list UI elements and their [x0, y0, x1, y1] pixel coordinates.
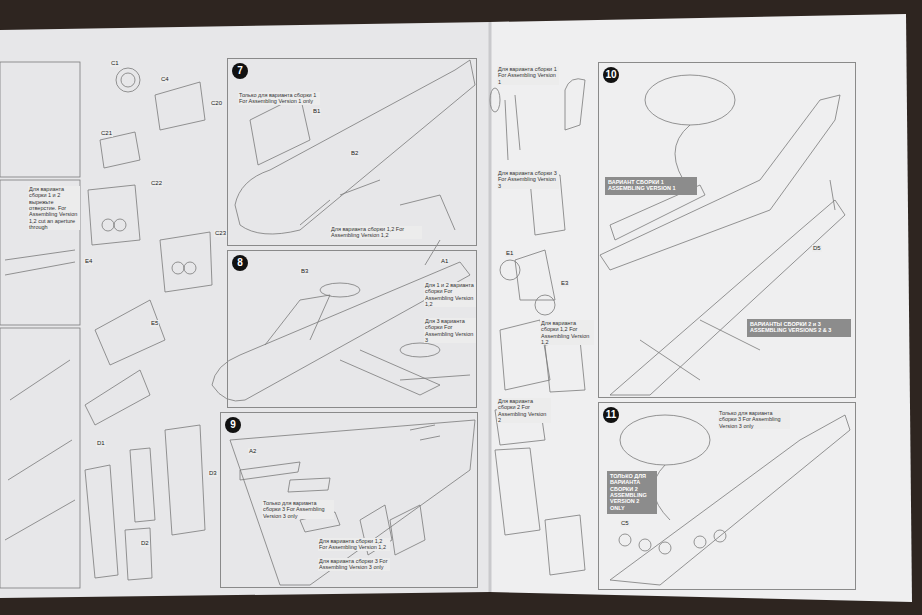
version-text: ТОЛЬКО ДЛЯ ВАРИАНТА СБОРКИ 2 ASSEMBLING … [610, 473, 654, 511]
assembly-note: Для 3 варианта сборки For Assembling Ver… [424, 318, 476, 343]
assembly-note: Для варианта сборки 1,2 For Assembling V… [318, 538, 390, 551]
part-callout: D3 [208, 470, 218, 477]
step-number: 9 [225, 417, 241, 433]
step-number: 7 [232, 63, 248, 79]
part-callout: E5 [150, 320, 159, 327]
version-text: ВАРИАНТ СБОРКИ 1 ASSEMBLING VERSION 1 [608, 179, 694, 192]
part-callout: E3 [560, 280, 569, 287]
part-callout: C22 [150, 180, 163, 187]
version-box: ВАРИАНТЫ СБОРКИ 2 и 3 ASSEMBLING VERSION… [747, 319, 851, 337]
part-callout: E1 [505, 250, 514, 257]
assembly-note: Только для варианта сборки 1 For Assembl… [238, 92, 320, 105]
step-panel: 11ТОЛЬКО ДЛЯ ВАРИАНТА СБОРКИ 2 ASSEMBLIN… [598, 402, 856, 590]
part-callout: D1 [96, 440, 106, 447]
assembly-note: Для варианта сборки 2 For Assembling Ver… [497, 398, 551, 423]
part-callout: A2 [248, 448, 257, 455]
part-callout: B1 [312, 108, 321, 115]
assembly-note: Для варианта сборки 1 For Assembling Ver… [497, 66, 559, 85]
step-panel: 10ВАРИАНТ СБОРКИ 1 ASSEMBLING VERSION 1 В… [598, 62, 856, 398]
part-callout: A1 [440, 258, 449, 265]
step-number: 10 [603, 67, 619, 83]
version-box: ТОЛЬКО ДЛЯ ВАРИАНТА СБОРКИ 2 ASSEMBLING … [607, 471, 657, 514]
step-number: 11 [603, 407, 619, 423]
step-number: 8 [232, 255, 248, 271]
assembly-note: Только для варианта сборки 3 For Assembl… [262, 500, 334, 519]
assembly-note: Для варианта сборки 1 и 2 вырежьте отвер… [28, 186, 80, 230]
part-callout: D5 [812, 245, 822, 252]
part-callout: D2 [140, 540, 150, 547]
assembly-note: Для варианта сборки 3 For Assembling Ver… [497, 170, 559, 189]
assembly-note: Для варианта сборки 1,2 For Assembling V… [540, 320, 594, 345]
assembly-note: Для варианта сборки 3 For Assembling Ver… [318, 558, 390, 571]
assembly-note: Для варианта сборки 1,2 For Assembling V… [330, 226, 422, 239]
part-callout: C21 [100, 130, 113, 137]
version-text: ВАРИАНТЫ СБОРКИ 2 и 3 ASSEMBLING VERSION… [750, 321, 848, 334]
part-callout: C1 [110, 60, 120, 67]
part-callout: B2 [350, 150, 359, 157]
part-callout: C20 [210, 100, 223, 107]
part-callout: E4 [84, 258, 93, 265]
part-callout: C4 [160, 76, 170, 83]
version-box: ВАРИАНТ СБОРКИ 1 ASSEMBLING VERSION 1 [605, 177, 697, 195]
part-callout: C5 [620, 520, 630, 527]
assembly-note: Для 1 и 2 варианта сборки For Assembling… [424, 282, 476, 307]
part-callout: C23 [214, 230, 227, 237]
assembly-note: Только для варианта сборки 3 For Assembl… [718, 410, 790, 429]
part-callout: B3 [300, 268, 309, 275]
